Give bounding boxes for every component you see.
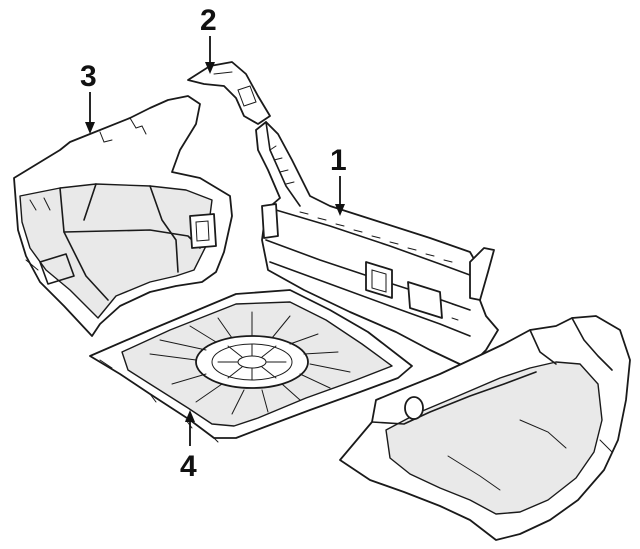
callout-2-label: 2 xyxy=(200,4,217,37)
callout-2: 2 xyxy=(200,4,217,74)
corner-bracket-part xyxy=(187,61,271,125)
callout-3: 3 xyxy=(80,60,97,134)
callout-4-label: 4 xyxy=(180,450,197,483)
trunk-side-trim-part xyxy=(13,95,233,337)
callout-3-label: 3 xyxy=(80,60,97,93)
callout-4: 4 xyxy=(180,410,197,483)
callout-1-label: 1 xyxy=(330,144,347,177)
trunk-floor-pan-part xyxy=(89,289,413,443)
rear-quarter-section xyxy=(339,315,631,541)
rear-panel-part xyxy=(255,121,499,369)
callout-1: 1 xyxy=(330,144,347,216)
